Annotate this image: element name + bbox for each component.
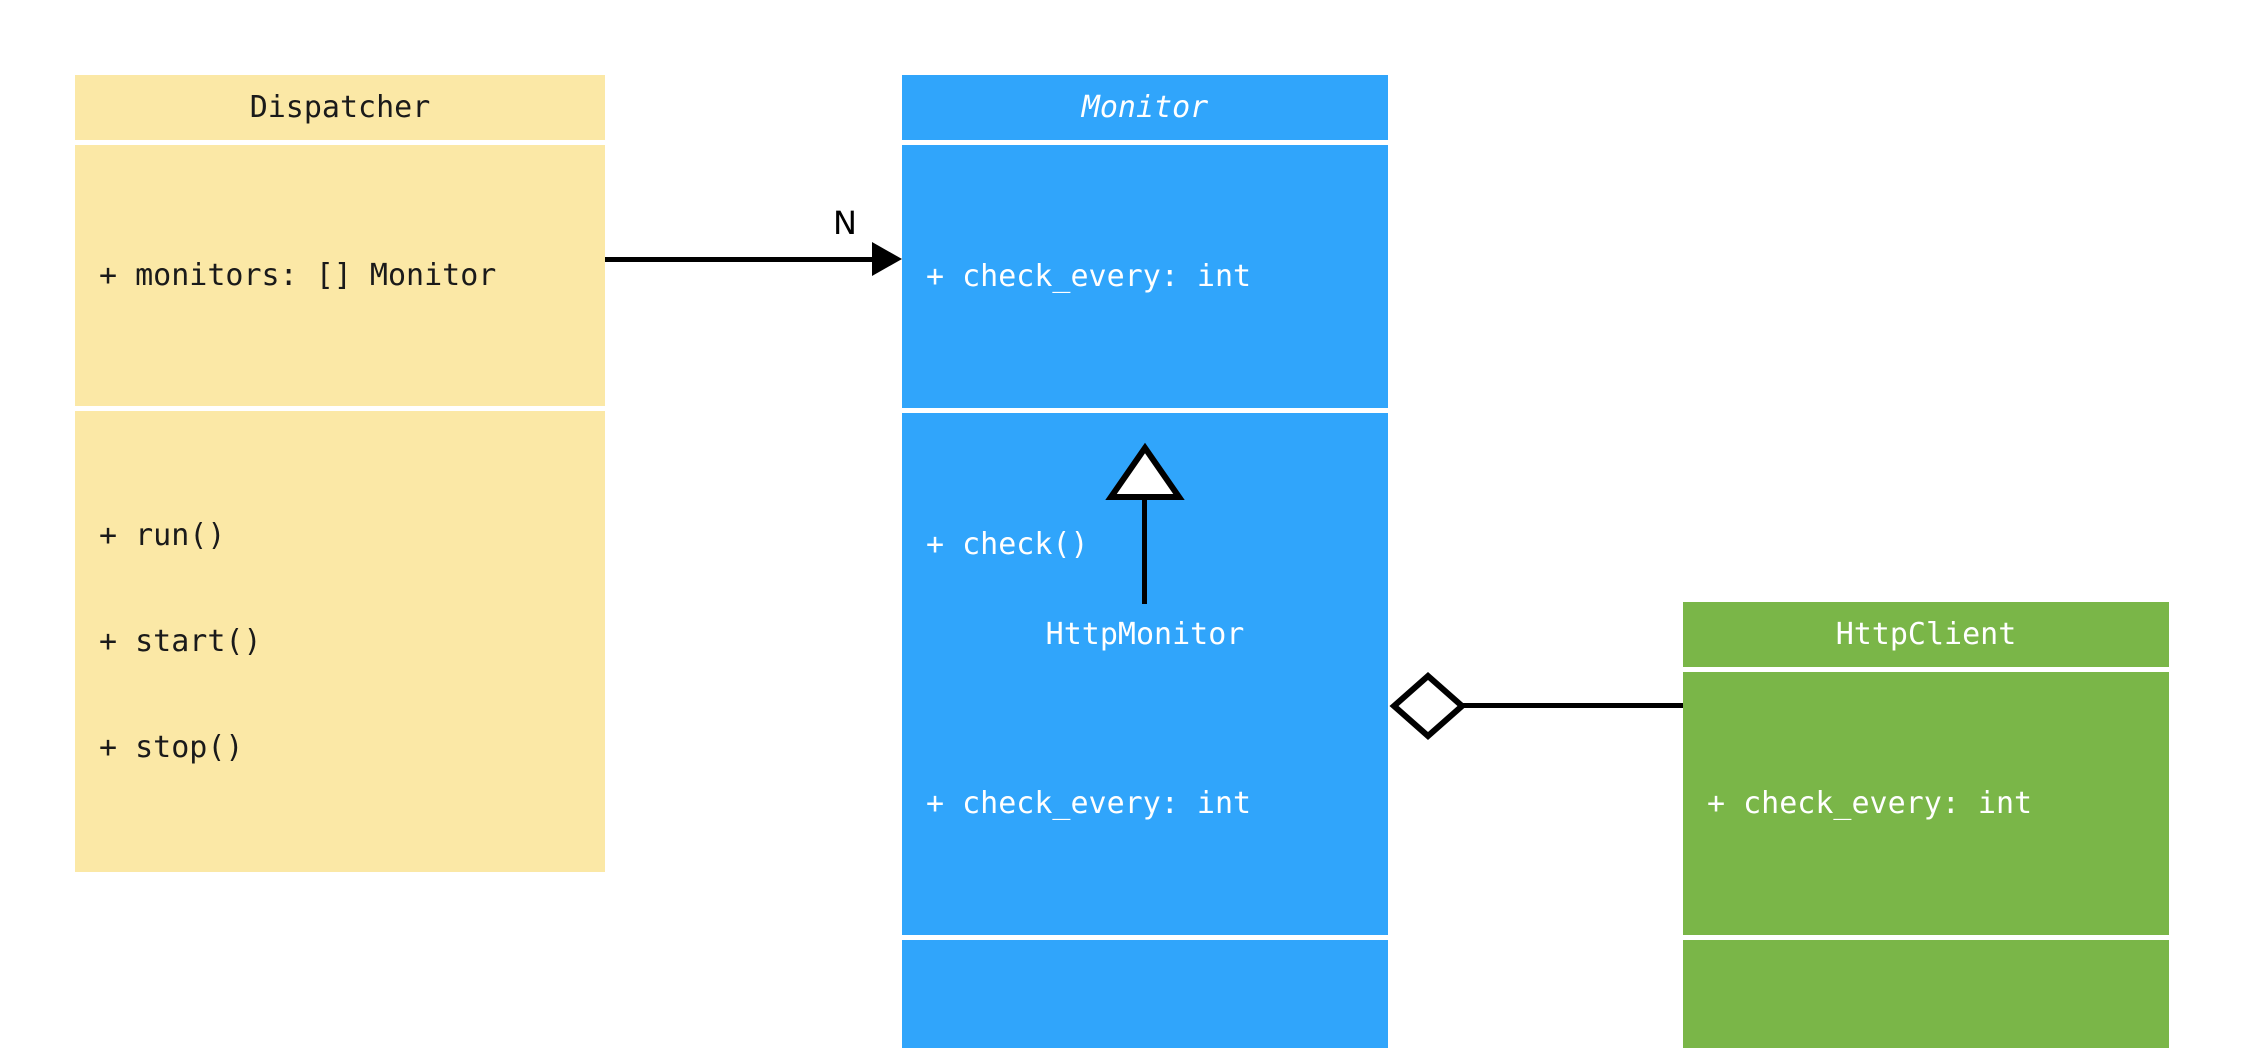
- class-box-dispatcher[interactable]: Dispatcher + monitors: [] Monitor + run(…: [75, 75, 605, 873]
- class-title-monitor: Monitor: [902, 75, 1388, 140]
- class-title-http-client: HttpClient: [1683, 602, 2169, 667]
- attribute-row: + check_every: int: [926, 785, 1252, 821]
- relation-label-multiplicity-n: N: [833, 204, 857, 242]
- class-box-http-monitor[interactable]: HttpMonitor + check_every: int + check(): [902, 602, 1388, 1048]
- class-attributes-monitor: + check_every: int: [902, 145, 1388, 408]
- attribute-row: + monitors: [] Monitor: [99, 257, 497, 293]
- class-methods-dispatcher: + run() + start() + stop(): [75, 410, 605, 873]
- method-row: + run(): [99, 517, 226, 553]
- association-line: [605, 257, 875, 262]
- class-attributes-http-monitor: + check_every: int: [902, 672, 1388, 935]
- class-box-monitor[interactable]: Monitor + check_every: int + check(): [902, 75, 1388, 676]
- class-title-http-monitor: HttpMonitor: [902, 602, 1388, 667]
- class-methods-http-monitor: + check(): [902, 939, 1388, 1048]
- aggregation-hollow-diamond-icon: [1389, 671, 1467, 741]
- association-arrowhead-icon: [872, 242, 902, 276]
- aggregation-line: [1448, 703, 1683, 708]
- class-box-http-client[interactable]: HttpClient + check_every: int + check(): [1683, 602, 2169, 1048]
- class-attributes-http-client: + check_every: int: [1683, 672, 2169, 935]
- method-row: + check(): [926, 526, 1089, 562]
- class-attributes-dispatcher: + monitors: [] Monitor: [75, 145, 605, 406]
- attribute-row: + check_every: int: [1707, 785, 2033, 821]
- class-title-dispatcher: Dispatcher: [75, 75, 605, 140]
- attribute-row: + check_every: int: [926, 258, 1252, 294]
- class-methods-http-client: + check(): [1683, 939, 2169, 1048]
- method-row: + start(): [99, 623, 262, 659]
- method-row: + stop(): [99, 730, 244, 766]
